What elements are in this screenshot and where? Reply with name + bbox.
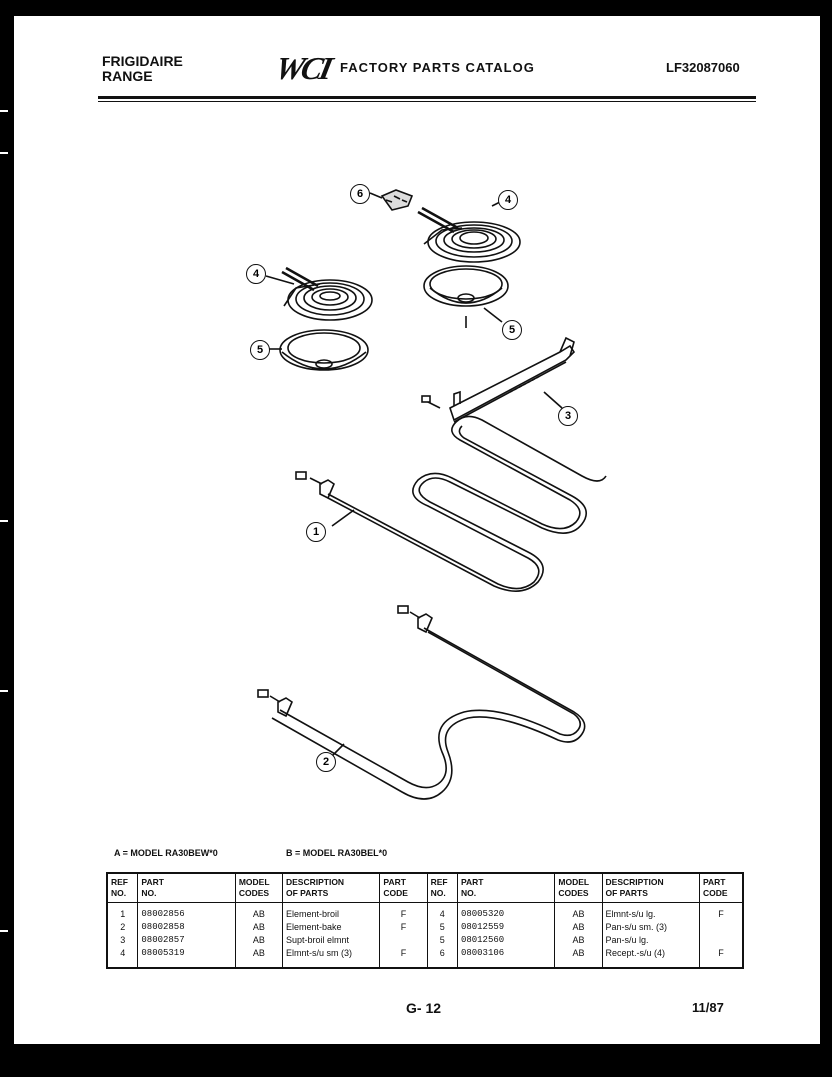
callout-5-left: 5 [250,340,270,360]
callout-4-right: 4 [498,190,518,210]
catalog-date: 11/87 [692,1000,724,1015]
broil-element [295,415,607,592]
callout-4-left: 4 [246,264,266,284]
catalog-page: FRIGIDAIRE RANGE WCI FACTORY PARTS CATAL… [14,16,820,1044]
model-legend-b: B = MODEL RA30BEL*0 [286,848,388,858]
large-drip-pan [423,265,509,328]
bake-element [257,605,586,800]
product-type: RANGE [102,68,153,84]
exploded-parts-diagram [257,189,607,800]
scan-mark [0,690,8,692]
callout-2: 2 [316,752,336,772]
scan-mark [0,930,8,932]
callout-6: 6 [350,184,370,204]
header-rule [98,96,756,99]
table-row: 4 08005319 AB Elmnt-s/u sm (3) F 6 08003… [107,946,743,968]
model-number: LF32087060 [666,60,740,75]
brand-name: FRIGIDAIRE [102,53,183,69]
broil-element-support [421,336,576,423]
callout-5-right: 5 [502,320,522,340]
table-row: 3 08002857 AB Supt-broil elmnt 5 0801256… [107,933,743,946]
brand-block: FRIGIDAIRE RANGE [102,54,183,84]
small-surface-element [265,266,373,321]
catalog-title: FACTORY PARTS CATALOG [340,60,535,75]
callout-3: 3 [558,406,578,426]
large-surface-element [417,200,521,263]
scan-mark [0,152,8,154]
small-drip-pan [268,329,369,371]
header-rule-thin [98,101,756,102]
table-row: 2 08002858 AB Element-bake F 5 08012559 … [107,920,743,933]
scan-mark [0,520,8,522]
table-row: 1 08002856 AB Element-broil F 4 08005320… [107,902,743,920]
receptacle-part [369,189,414,211]
model-legend-a: A = MODEL RA30BEW*0 [114,848,218,858]
page-number: G- 12 [406,1000,442,1016]
callout-1: 1 [306,522,326,542]
scan-mark [0,110,8,112]
